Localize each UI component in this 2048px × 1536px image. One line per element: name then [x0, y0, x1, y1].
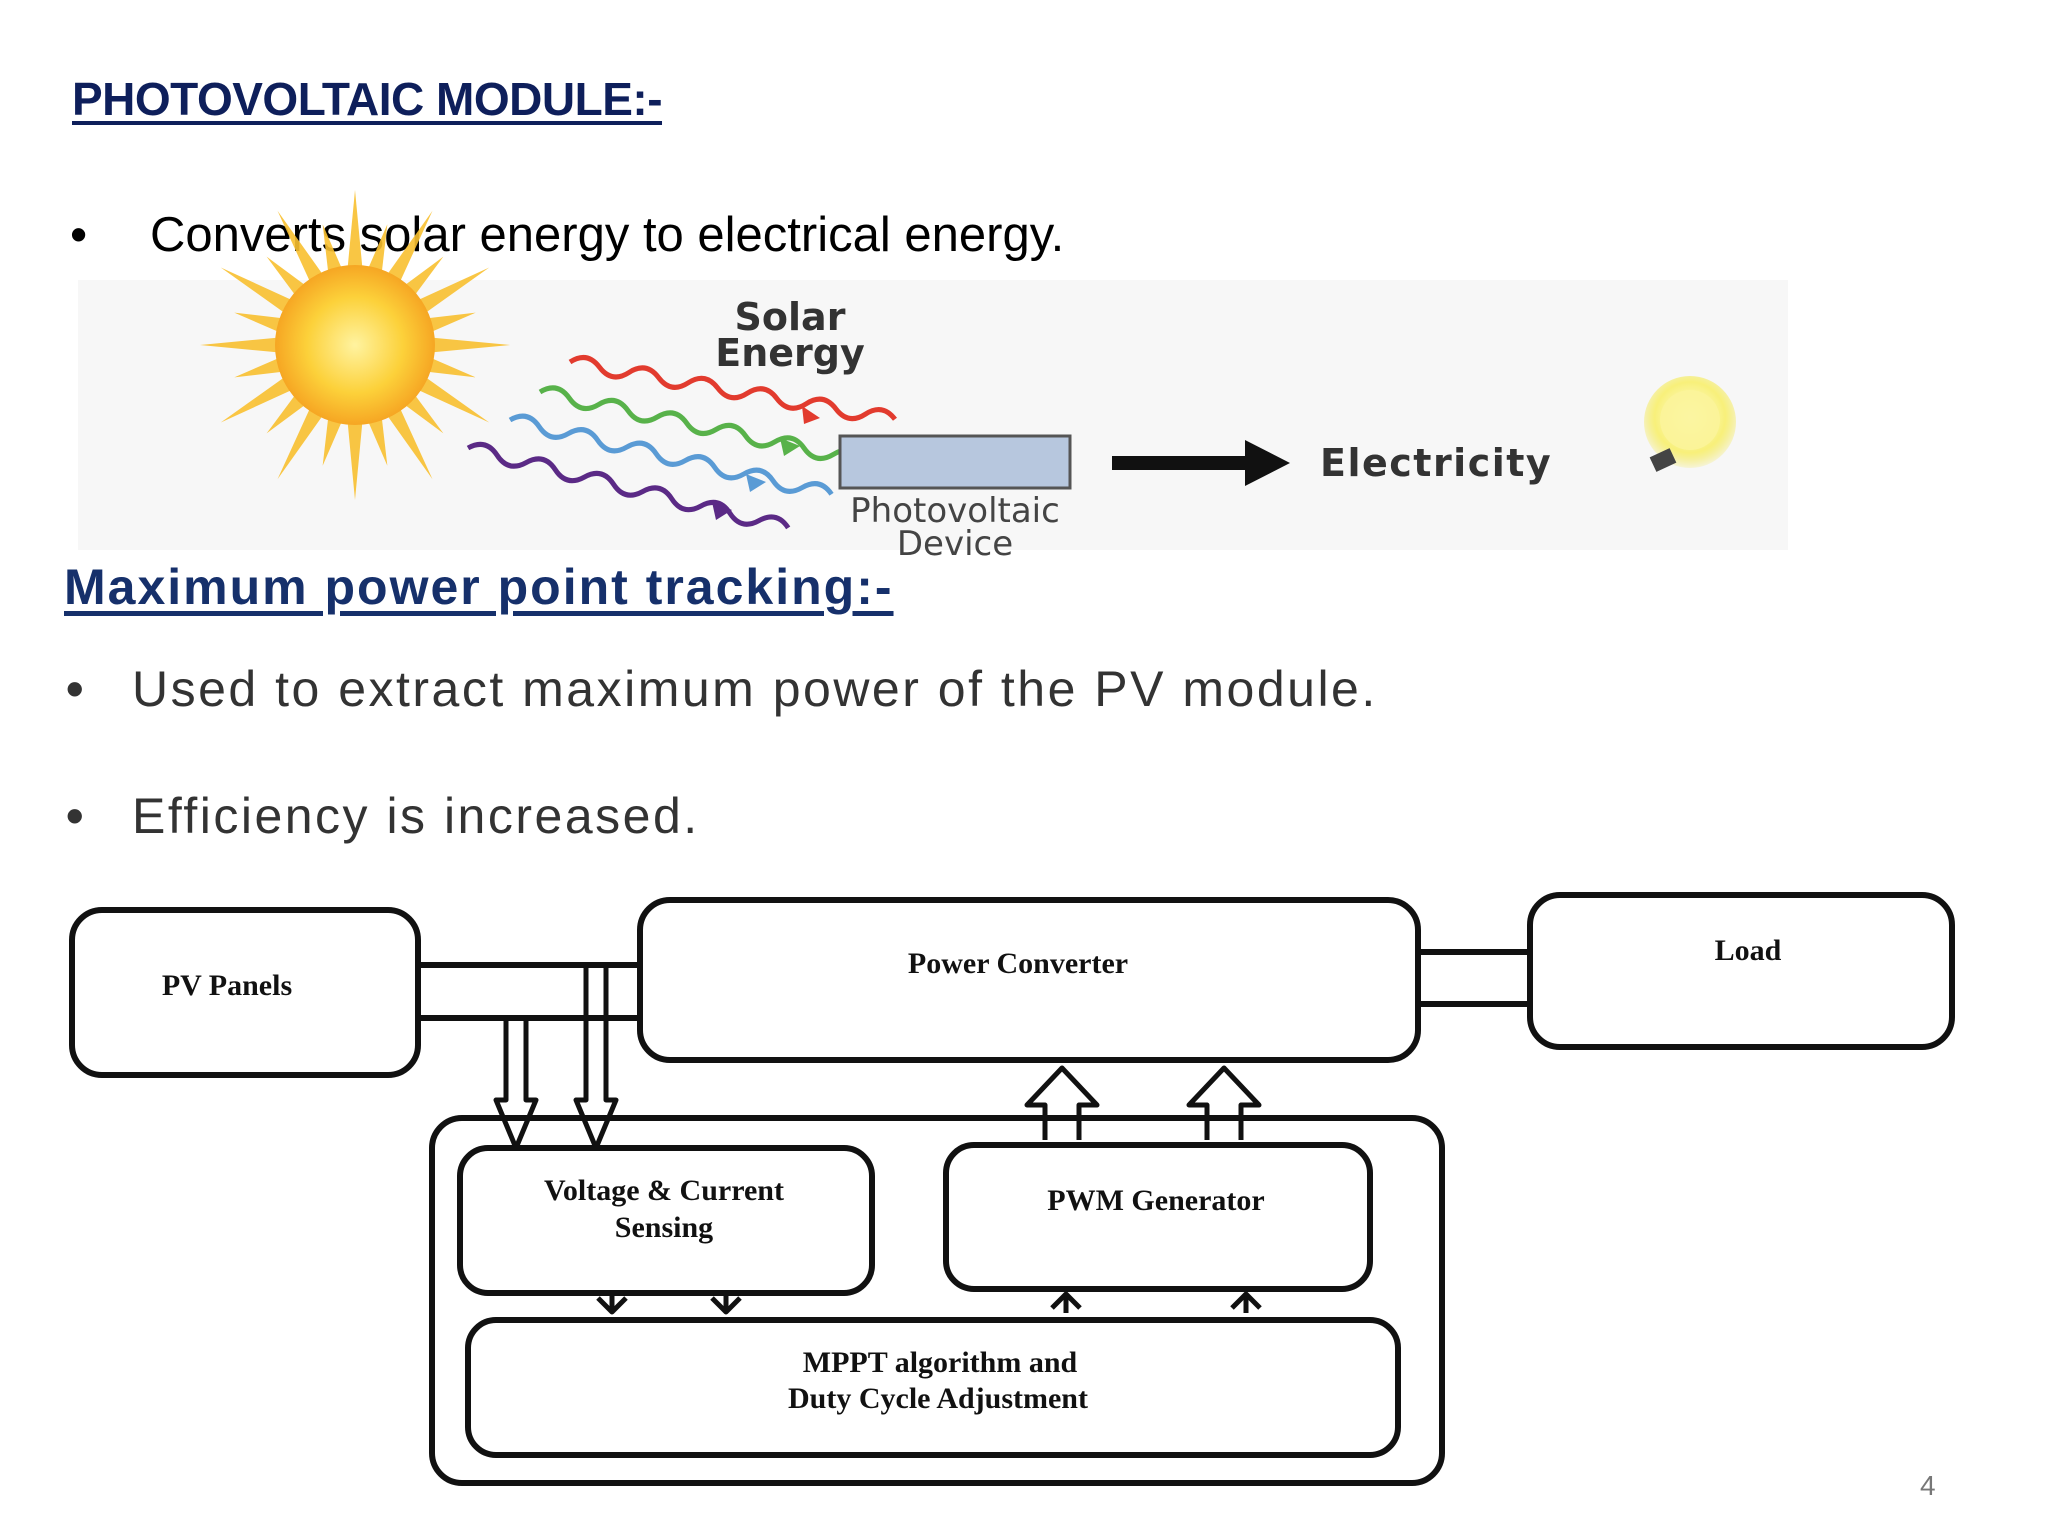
sun-ray	[413, 267, 490, 317]
pv-panels-label: PV Panels	[162, 969, 292, 1002]
sun-ray	[322, 412, 345, 466]
slide-title: PHOTOVOLTAIC MODULE:-	[72, 73, 663, 125]
bullet-marker: •	[66, 661, 87, 717]
up-arrow-1	[1050, 1291, 1082, 1313]
sun-ray	[383, 403, 433, 480]
sun-ray	[422, 312, 476, 335]
pwm-generator-label: PWM Generator	[1047, 1184, 1264, 1217]
sun-ray	[200, 337, 284, 353]
pwm-up-arrow-1	[1024, 1065, 1100, 1140]
sensing-label-2: Sensing	[615, 1211, 713, 1244]
bullet-text: Used to extract maximum power of the PV …	[132, 661, 1378, 717]
photovoltaic-device-icon	[838, 434, 1072, 490]
sun-ray	[426, 337, 510, 353]
mppt-label-2: Duty Cycle Adjustment	[788, 1382, 1088, 1415]
bullet-marker: •	[66, 788, 87, 844]
sun-ray	[413, 373, 490, 423]
sense-arrow-1	[493, 1018, 539, 1151]
load-label: Load	[1715, 934, 1782, 967]
power-converter-box	[637, 897, 1421, 1063]
sun-ray	[220, 373, 297, 423]
sun-ray	[234, 355, 288, 378]
sun-ray	[234, 312, 288, 335]
sun-ray	[347, 416, 363, 500]
mppt-algorithm-box	[465, 1317, 1401, 1458]
down-arrow-2	[710, 1293, 742, 1315]
sensing-label-1: Voltage & Current	[544, 1174, 784, 1207]
bullet-text: Efficiency is increased.	[132, 788, 700, 844]
pwm-up-arrow-2	[1186, 1065, 1262, 1140]
electricity-label: Electricity	[1320, 441, 1552, 485]
solar-energy-label-2: Energy	[715, 331, 865, 375]
up-arrow-2	[1230, 1291, 1262, 1313]
light-bulb-icon	[1644, 376, 1736, 472]
sun-ray	[322, 224, 345, 278]
mppt-label-1: MPPT algorithm and	[803, 1346, 1078, 1379]
sun-ray	[277, 403, 327, 480]
pwm-generator-box	[943, 1142, 1373, 1292]
sun-icon	[200, 190, 510, 500]
bullet-efficiency: • Efficiency is increased.	[66, 787, 700, 845]
mppt-controller-enclosure	[429, 1115, 1445, 1486]
sun-ray	[220, 267, 297, 317]
pv-panels-box	[69, 907, 421, 1078]
sun-ray	[365, 224, 388, 278]
sun-ray	[383, 210, 433, 287]
sun-ray	[277, 210, 327, 287]
arrow-right-icon	[1112, 440, 1290, 486]
sun-ray	[347, 190, 363, 274]
sensing-box	[457, 1145, 875, 1296]
sun-ray	[422, 355, 476, 378]
section-title-mppt: Maximum power point tracking:-	[64, 559, 894, 615]
power-converter-label: Power Converter	[908, 947, 1128, 980]
solar-rays	[466, 354, 897, 530]
device-label-1: Photovoltaic	[850, 491, 1060, 531]
solar-energy-label-1: Solar	[735, 295, 846, 339]
load-box	[1527, 892, 1955, 1050]
sun-ray	[365, 412, 388, 466]
bullet-extract-power: • Used to extract maximum power of the PV…	[66, 660, 1378, 718]
bullet-marker: •	[70, 208, 88, 262]
page-number: 4	[1920, 1470, 1936, 1501]
device-label-2: Device	[897, 524, 1013, 564]
down-arrow-1	[596, 1293, 628, 1315]
